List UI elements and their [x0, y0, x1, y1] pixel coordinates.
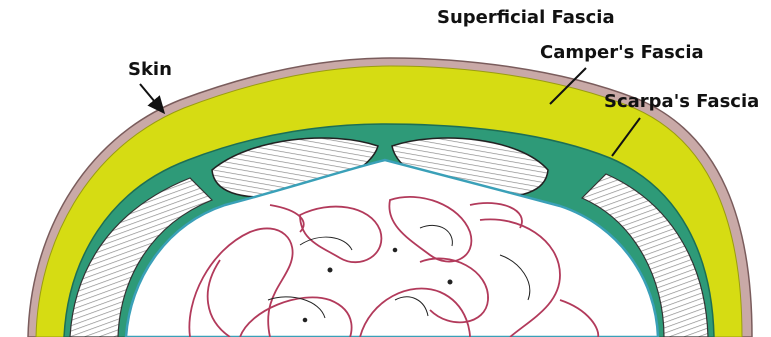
campers-fascia-label: Camper's Fascia [540, 44, 704, 62]
skin-label: Skin [128, 61, 172, 79]
skin-pointer [140, 84, 160, 108]
superficial-fascia-label: Superficial Fascia [437, 9, 615, 27]
scarpas-fascia-label: Scarpa's Fascia [604, 93, 759, 111]
